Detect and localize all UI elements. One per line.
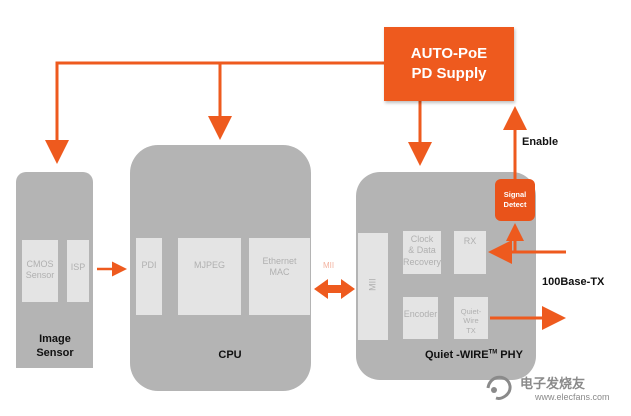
phy-label: Quiet -WIRETM PHY — [425, 349, 535, 363]
isp-box: ISP — [67, 240, 89, 302]
image-sensor-label-line1: Image — [39, 333, 71, 345]
mjpeg-label: MJPEG — [193, 260, 225, 270]
ethernet-mac-box: Ethernet MAC — [249, 238, 310, 315]
quiet-wire-tx-line2: TX — [466, 325, 476, 335]
clock-data-recovery-box: Clock & Data Recovery — [403, 231, 441, 274]
phy-label-prefix: Quiet -WIRE — [425, 349, 489, 361]
encoder-label: Encoder — [403, 309, 438, 319]
cpu-label: CPU — [218, 349, 242, 361]
clock-line1: Clock — [410, 234, 434, 244]
encoder-box: Encoder — [403, 297, 438, 339]
rx-label: RX — [463, 236, 477, 246]
clock-line2: & Data — [408, 245, 436, 256]
enable-label: Enable — [522, 136, 559, 148]
watermark-text: 电子发烧友 — [520, 376, 586, 391]
auto-poe-pd-supply-box: AUTO-PoE PD Supply — [384, 27, 514, 101]
mjpeg-box: MJPEG — [178, 238, 241, 315]
signal-detect-line2: Detect — [503, 200, 527, 209]
poe-line2: PD Supply — [411, 65, 487, 82]
rx-box: RX — [454, 231, 486, 274]
ethernet-mac-line2: MAC — [269, 267, 290, 278]
mii-double-arrow — [314, 279, 355, 299]
poe-line1: AUTO-PoE — [410, 44, 488, 62]
clock-line3: Recovery — [403, 256, 442, 267]
image-sensor-label-line2: Sensor — [36, 346, 74, 359]
cmos-sensor-line1: CMOS — [26, 259, 54, 269]
elecfans-logo-icon — [486, 375, 512, 400]
pdi-label: PDI — [141, 260, 157, 270]
signal-detect-line1: Signal — [503, 189, 527, 199]
tx-label: 100Base-TX — [542, 276, 605, 288]
ethernet-mac-line1: Ethernet — [262, 256, 297, 266]
phy-label-suffix: PHY — [497, 349, 523, 361]
power-bus-line — [45, 61, 384, 164]
mii-link-label: MII — [323, 261, 335, 270]
watermark-url: www.elecfans.com — [535, 392, 610, 402]
cmos-sensor-line2: Sensor — [25, 270, 55, 281]
image-sensor-label: Image Sensor — [20, 333, 90, 361]
isp-label: ISP — [70, 262, 86, 272]
phy-label-tm: TM — [488, 349, 498, 356]
cmos-sensor-box: CMOS Sensor — [22, 240, 58, 302]
phy-mii-box: MII — [358, 233, 388, 340]
quiet-wire-tx-line1: Quiet-Wire — [460, 307, 482, 326]
signal-detect-box: Signal Detect — [495, 179, 535, 221]
pdi-box: PDI — [136, 238, 162, 315]
quiet-wire-tx-box: Quiet-Wire TX — [454, 297, 488, 339]
